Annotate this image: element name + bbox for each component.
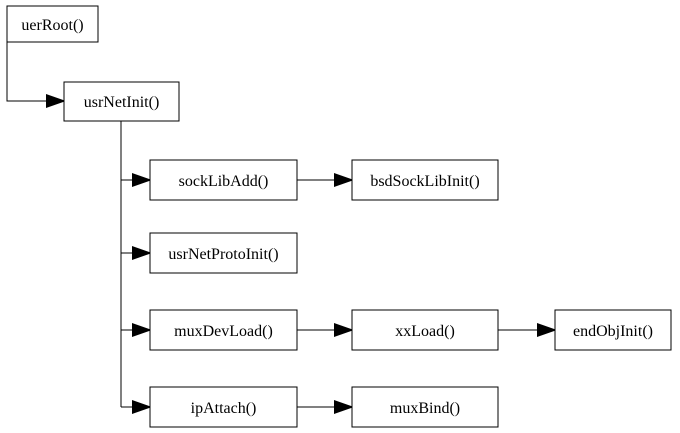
edges — [6, 42, 557, 414]
node-muxdevload-box — [149, 309, 298, 351]
node-socklibadd-box — [149, 159, 298, 201]
node-endobjinit: endObjInit() — [554, 309, 672, 351]
node-usrnetprotoinit-box — [149, 232, 298, 274]
node-ipattach: ipAttach() — [149, 386, 298, 428]
node-usrnetprotoinit-label: usrNetProtoInit() — [168, 246, 278, 263]
node-bsdsocklibinit-box — [351, 159, 499, 201]
node-uerroot-box — [6, 5, 99, 43]
node-muxdevload-label: muxDevLoad() — [174, 323, 273, 340]
node-xxload: xxLoad() — [351, 309, 499, 351]
node-xxload-box — [351, 309, 499, 351]
node-usrnetinit: usrNetInit() — [63, 81, 180, 122]
node-muxbind: muxBind() — [351, 386, 499, 428]
node-endobjinit-box — [554, 309, 672, 351]
node-muxbind-box — [351, 386, 499, 428]
node-muxdevload: muxDevLoad() — [149, 309, 298, 351]
node-usrnetprotoinit: usrNetProtoInit() — [149, 232, 298, 274]
node-usrnetinit-box — [63, 81, 180, 122]
node-uerroot-label: uerRoot() — [21, 17, 83, 34]
node-muxbind-label: muxBind() — [390, 400, 460, 417]
node-xxload-label: xxLoad() — [395, 323, 455, 340]
node-uerroot: uerRoot() — [6, 5, 99, 43]
node-ipattach-label: ipAttach() — [191, 400, 257, 417]
edge-uerroot-usrnetinit — [6, 42, 66, 108]
node-usrnetinit-label: usrNetInit() — [84, 94, 160, 111]
node-endobjinit-label: endObjInit() — [573, 323, 653, 340]
node-bsdsocklibinit: bsdSockLibInit() — [351, 159, 499, 201]
node-ipattach-box — [149, 386, 298, 428]
node-socklibadd-label: sockLibAdd() — [179, 173, 269, 190]
node-bsdsocklibinit-label: bsdSockLibInit() — [370, 173, 479, 190]
node-socklibadd: sockLibAdd() — [149, 159, 298, 201]
